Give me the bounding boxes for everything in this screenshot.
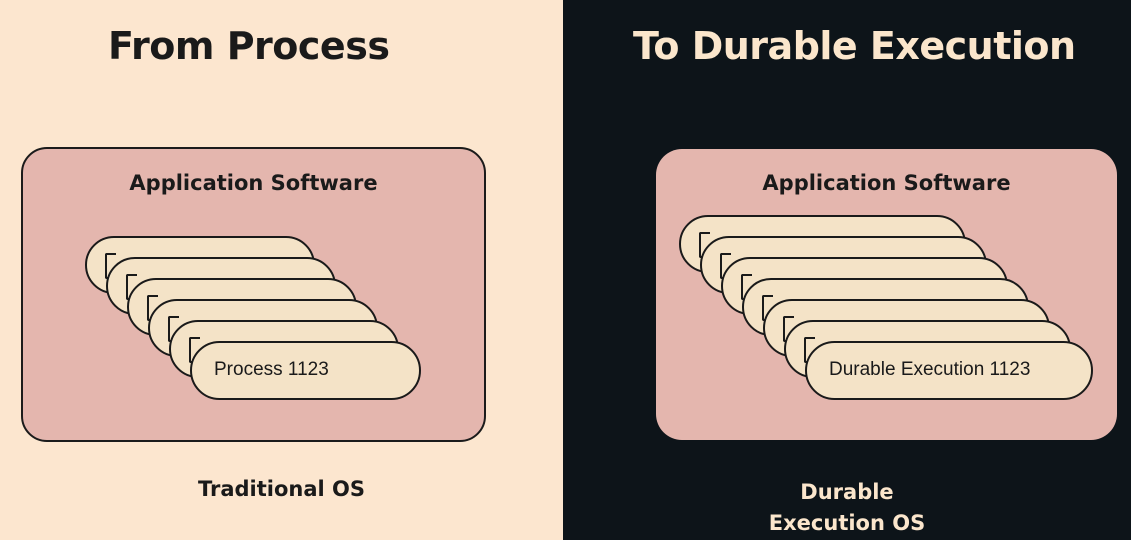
left-caption: Traditional OS bbox=[197, 477, 366, 501]
traditional-os-panel: From Process Application Software Proces… bbox=[0, 0, 563, 540]
right-caption: Durable Execution OS bbox=[563, 477, 1131, 539]
application-software-label: Application Software bbox=[129, 171, 378, 195]
front-process-card: Process 1123 bbox=[190, 341, 421, 400]
right-title: To Durable Execution bbox=[633, 24, 1076, 68]
front-execution-card: Durable Execution 1123 bbox=[805, 341, 1093, 400]
durable-execution-os-panel: To Durable Execution Application Softwar… bbox=[563, 0, 1131, 540]
front-process-label: Process 1123 bbox=[214, 359, 329, 380]
front-execution-label: Durable Execution 1123 bbox=[829, 359, 1031, 380]
left-title: From Process bbox=[108, 24, 390, 68]
application-software-label: Application Software bbox=[762, 171, 1011, 195]
right-caption-line2: Execution OS bbox=[768, 511, 926, 535]
right-caption-line1: Durable bbox=[800, 480, 894, 504]
